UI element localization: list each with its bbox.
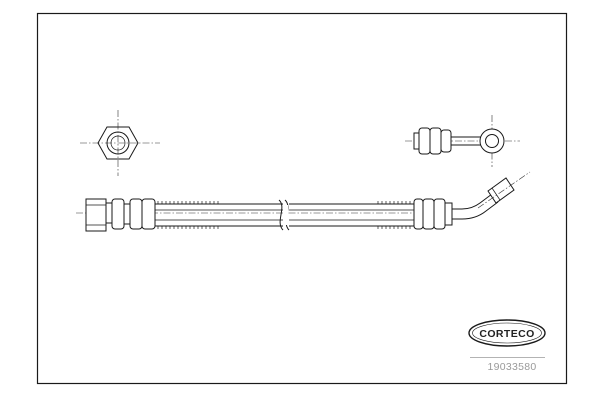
corteco-logo: CORTECO xyxy=(468,319,546,347)
brake-hose-side-view xyxy=(76,171,531,232)
hose-ribs-right xyxy=(377,201,411,229)
drawing-frame xyxy=(36,12,568,385)
brand-logo-text: CORTECO xyxy=(479,328,534,340)
hose-ribs-left xyxy=(157,201,219,229)
hex-nut-end-view xyxy=(80,110,160,176)
part-number: 19033580 xyxy=(487,361,536,373)
banjo-fitting-view xyxy=(405,115,520,167)
